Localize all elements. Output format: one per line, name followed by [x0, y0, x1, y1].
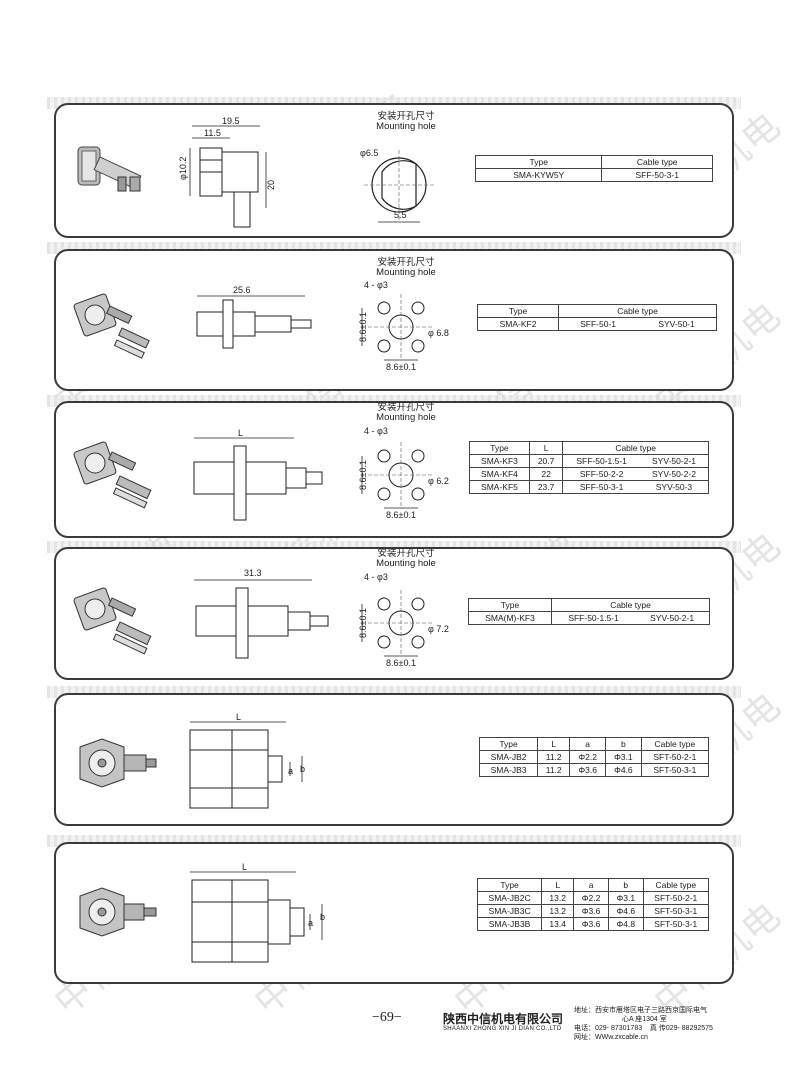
drawing-kyw5y: 19.5 11.5 φ10.2 20: [178, 116, 276, 228]
page-footer: −69− 陕西中信机电有限公司 SHAANXI ZHONG XIN JI DIA…: [0, 1004, 794, 1044]
pitch-vertical: 8.6±0.1: [358, 312, 368, 342]
dim-L: L: [238, 428, 243, 438]
pitch-vertical: 8.6±0.1: [358, 608, 368, 638]
drawing-jbc: L a b: [190, 862, 325, 963]
dim-11-5: 11.5: [204, 128, 221, 138]
company-name-cn: 陕西中信机电有限公司: [443, 1012, 564, 1026]
product-panel-kf3: [54, 401, 734, 538]
dim-a: a: [308, 918, 313, 928]
phone: 电话：029- 87301783: [574, 1025, 643, 1032]
dim-25-6: 25.6: [233, 285, 251, 295]
mounting-hole-drawing-mkf3: 4 - φ3 φ 7.2 8.6±0.1 8.6±0.1: [358, 572, 449, 668]
mounting-hole-drawing-kf2: 4 - φ3 φ 6.8 8.6±0.1 8.6±0.1: [358, 280, 449, 372]
address: 地址：西安市雁塔区电子三路西京国际电气: [574, 1007, 707, 1014]
connector-photo-right-angle: [77, 146, 142, 192]
holes-spec: 4 - φ3: [364, 572, 388, 582]
connector-photo-plug: [79, 887, 157, 937]
drawing-jb: L a b: [189, 712, 305, 809]
pitch-vertical: 8.6±0.1: [358, 460, 368, 490]
bore-diameter: φ 7.2: [428, 624, 449, 634]
connector-photo-plug: [79, 738, 157, 788]
bore-diameter: φ 6.8: [428, 328, 449, 338]
phone-fax: 电话：029- 87301783 真 传029- 88292575: [574, 1024, 713, 1033]
dim-31-3: 31.3: [244, 568, 262, 578]
dim-b: b: [300, 764, 305, 774]
dim-b: b: [320, 912, 325, 922]
dim-a: a: [288, 766, 293, 776]
mounting-hole-drawing-kyw5y: φ6.5 5.5: [360, 148, 434, 223]
website: 网址：WWw.zxcable.cn: [574, 1034, 648, 1041]
holes-spec: 4 - φ3: [364, 280, 388, 290]
connector-photo-flange: [73, 587, 152, 655]
hole-diameter: φ6.5: [360, 148, 378, 158]
pitch-horizontal: 8.6±0.1: [386, 362, 416, 372]
hole-width: 5.5: [394, 210, 407, 220]
pitch-horizontal: 8.6±0.1: [386, 510, 416, 520]
connector-photo-flange: [73, 441, 152, 509]
drawing-kf2: 25.6: [196, 285, 312, 349]
contact-info: 地址：西安市雁塔区电子三路西京国际电气 心A 座1304 室 电话：029- 8…: [574, 1006, 713, 1042]
mounting-hole-drawing-kf3: 4 - φ3 φ 6.2 8.6±0.1 8.6±0.1: [358, 426, 449, 520]
holes-spec: 4 - φ3: [364, 426, 388, 436]
drawing-kf3: L: [193, 428, 323, 521]
company-name-en: SHAANXI ZHONG XIN JI DIAN CO.,LTD: [443, 1026, 562, 1032]
dim-L: L: [236, 712, 241, 722]
pitch-horizontal: 8.6±0.1: [386, 658, 416, 668]
dim-19-5: 19.5: [222, 116, 240, 126]
address-line-2: 心A 座1304 室: [622, 1016, 667, 1023]
connector-photo-flange: [73, 293, 150, 359]
page-number: −69−: [372, 1010, 402, 1025]
dim-L: L: [242, 862, 247, 872]
fax: 真 传029- 88292575: [649, 1025, 713, 1032]
dim-d10-2: φ10.2: [178, 157, 188, 180]
bore-diameter: φ 6.2: [428, 476, 449, 486]
dim-20: 20: [266, 180, 276, 190]
drawing-mkf3: 31.3: [194, 568, 329, 659]
